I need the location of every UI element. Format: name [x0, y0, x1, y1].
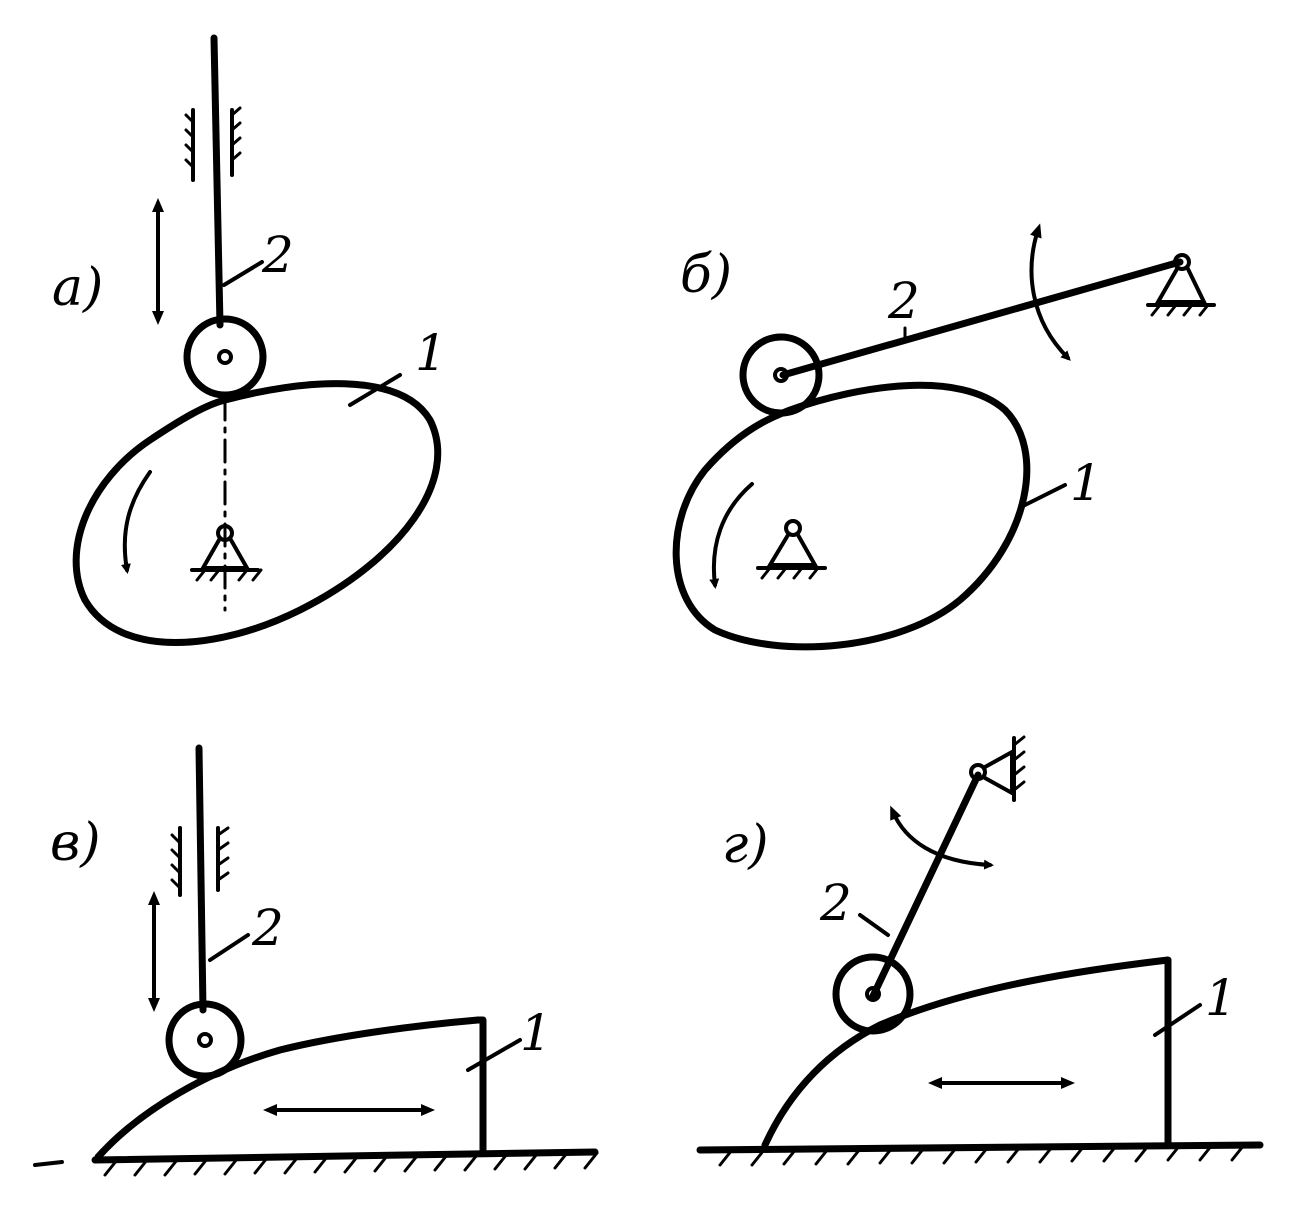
- leader-1-a: [348, 373, 402, 407]
- leader-2-a: [222, 260, 264, 287]
- cam-number-g: 1: [1205, 969, 1237, 1027]
- cam-g: [761, 956, 1172, 1149]
- rocker-pivot-g: [969, 735, 1026, 802]
- roller-pin-g: [865, 986, 881, 1002]
- roller-pin-v: [197, 1032, 213, 1048]
- leader-1-b: [1023, 483, 1067, 507]
- follower-number-v: 2: [251, 899, 284, 957]
- rocker-swing-arrow-b: [1029, 223, 1071, 361]
- cam-number-v: 1: [520, 1004, 552, 1062]
- follower-rod-a: [210, 34, 224, 329]
- leader-1-g: [1153, 1003, 1202, 1037]
- roller-pin-a: [217, 349, 233, 365]
- ground-v: [33, 1148, 599, 1177]
- cam-rotation-arrow-b: [709, 482, 754, 589]
- rocker-arm-b: [779, 258, 1184, 379]
- cam-number-a: 1: [415, 324, 447, 382]
- cam-v: [94, 1016, 487, 1161]
- follower-number-g: 2: [819, 874, 852, 932]
- follower-number-a: 2: [261, 226, 294, 284]
- cam-pivot-a: [190, 524, 263, 582]
- panel-a-label: а): [52, 258, 103, 318]
- cam-b: [672, 381, 1031, 651]
- roller-a: [183, 315, 267, 399]
- rocker-swing-arrow-g: [890, 805, 994, 870]
- rocker-pivot-b: [1146, 253, 1216, 317]
- follower-guide-a: [184, 106, 242, 182]
- ground-g: [696, 1141, 1264, 1167]
- panel-b-label: б): [680, 245, 732, 305]
- leader-2-v: [208, 933, 250, 962]
- panel-a: а) 2: [52, 34, 447, 646]
- cam-a: [72, 380, 442, 646]
- panel-g: г) 2 1: [696, 735, 1264, 1167]
- cam-rotation-arrow-a: [121, 470, 152, 574]
- panel-g-label: г): [722, 815, 769, 875]
- leader-2-g: [858, 913, 890, 937]
- panel-v: в) 2 1: [33, 744, 599, 1177]
- follower-guide-v: [170, 826, 230, 897]
- follower-number-b: 2: [887, 272, 920, 330]
- cam-pivot-b: [756, 519, 827, 580]
- follower-rod-v: [195, 744, 207, 1014]
- roller-pin-b: [773, 367, 789, 383]
- leader-1-v: [466, 1038, 522, 1072]
- panel-b: б) 2: [672, 223, 1216, 651]
- panel-v-label: в): [50, 813, 101, 873]
- cam-number-b: 1: [1070, 454, 1102, 512]
